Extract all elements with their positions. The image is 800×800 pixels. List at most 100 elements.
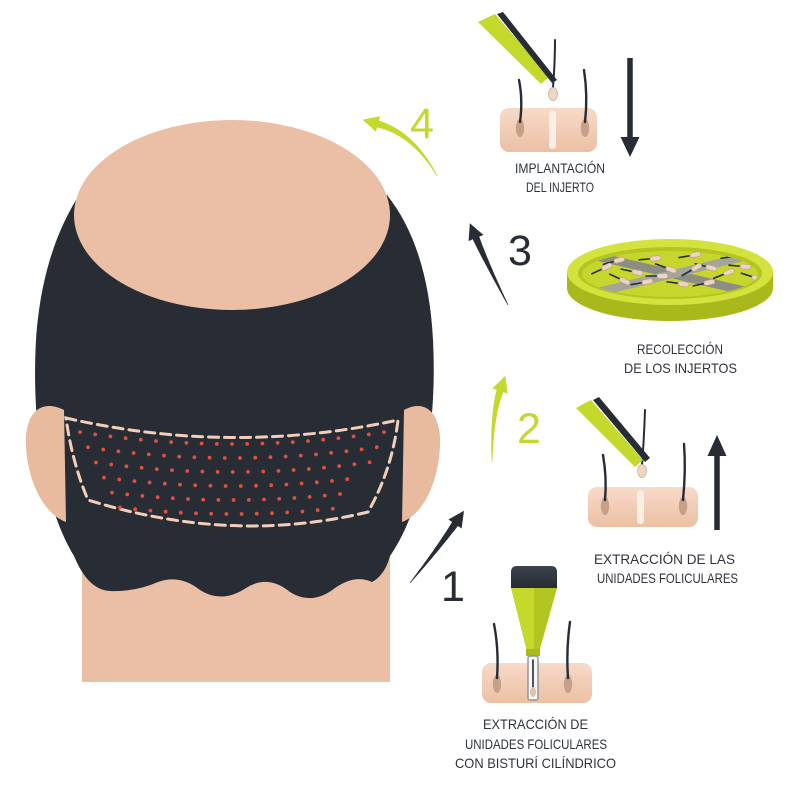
donor-dot bbox=[154, 439, 158, 443]
dish-graft bbox=[609, 273, 631, 286]
donor-dot bbox=[245, 442, 250, 446]
donor-dot bbox=[185, 469, 190, 473]
donor-dot bbox=[125, 492, 130, 497]
donor-dot bbox=[184, 441, 189, 445]
donor-dot bbox=[214, 442, 219, 446]
donor-dot bbox=[352, 462, 357, 467]
dish-graft bbox=[620, 268, 644, 276]
tweezers-blade bbox=[593, 397, 650, 462]
dish-graft bbox=[638, 255, 662, 262]
dish-graft bbox=[692, 279, 716, 287]
tweezers bbox=[478, 14, 549, 84]
donor-dot bbox=[163, 509, 168, 514]
donor-dot bbox=[337, 464, 342, 468]
graft bbox=[530, 687, 536, 697]
donor-dot bbox=[285, 510, 290, 515]
dish-graft bbox=[728, 263, 752, 270]
dish-graft bbox=[602, 256, 625, 266]
dish-graft bbox=[591, 262, 613, 275]
donor-dot bbox=[260, 441, 265, 446]
step-2-marker: 2 bbox=[491, 375, 541, 462]
down-arrow-icon bbox=[620, 58, 640, 157]
step-2-label-line-1: EXTRACCIÓN DE LAS bbox=[594, 551, 735, 567]
donor-dot bbox=[329, 451, 334, 455]
donor-dot bbox=[275, 441, 280, 445]
donor-dot bbox=[298, 453, 303, 458]
punch-body-shade bbox=[534, 588, 557, 652]
donor-dot bbox=[366, 432, 371, 437]
donor-dot bbox=[123, 436, 128, 441]
graft-hair bbox=[552, 39, 556, 89]
donor-dot bbox=[307, 495, 312, 499]
donor-dot bbox=[330, 506, 335, 511]
donor-dot bbox=[139, 465, 144, 470]
donor-dot bbox=[314, 480, 319, 485]
step-number-1: 1 bbox=[441, 563, 465, 611]
donor-dot bbox=[374, 445, 379, 450]
punch-cap bbox=[511, 566, 557, 588]
donor-dot bbox=[93, 432, 98, 437]
cylindrical-punch-icon bbox=[482, 566, 592, 703]
tweezers-blade bbox=[497, 12, 557, 83]
donor-dot bbox=[207, 455, 212, 460]
donor-area-outline bbox=[64, 416, 400, 528]
dish-graft bbox=[630, 278, 654, 286]
donor-dot bbox=[300, 509, 305, 514]
donor-dot bbox=[193, 483, 198, 488]
step-4-label-line-1: IMPLANTACIÓN bbox=[515, 160, 605, 176]
hair-strand bbox=[566, 620, 572, 680]
donor-dot bbox=[262, 497, 266, 502]
follicle bbox=[678, 497, 688, 515]
donor-dot bbox=[199, 441, 204, 446]
step-4-marker: 4 bbox=[362, 100, 438, 177]
donor-dot bbox=[108, 434, 113, 439]
donor-dot bbox=[239, 512, 244, 516]
donor-dot bbox=[322, 465, 326, 470]
hair-strand bbox=[681, 442, 686, 502]
curved-arrow-icon bbox=[491, 375, 508, 462]
donor-dot bbox=[321, 437, 326, 442]
donor-dot bbox=[290, 440, 295, 444]
donor-dot bbox=[291, 468, 296, 472]
tweezers bbox=[576, 400, 643, 467]
step-4-label-line-2: DEL INJERTO bbox=[526, 179, 594, 195]
donor-dot bbox=[110, 490, 114, 495]
donor-dot bbox=[351, 434, 356, 439]
graft bbox=[548, 87, 558, 101]
donor-dot bbox=[146, 452, 151, 457]
donor-dot bbox=[186, 497, 190, 501]
step-number-2: 2 bbox=[517, 405, 541, 453]
donor-dot bbox=[246, 498, 251, 502]
donor-dot bbox=[147, 480, 152, 485]
donor-dot bbox=[345, 477, 350, 482]
donor-dot bbox=[94, 460, 98, 465]
donor-dot bbox=[253, 455, 258, 460]
donor-dot bbox=[292, 496, 297, 500]
donor-dot bbox=[315, 508, 320, 513]
donor-dot bbox=[170, 496, 175, 501]
donor-dot bbox=[169, 440, 174, 444]
donor-dot bbox=[86, 445, 90, 450]
donor-dot bbox=[124, 464, 129, 469]
step-number-4: 4 bbox=[410, 100, 434, 148]
donor-dot bbox=[133, 507, 138, 512]
donor-dot bbox=[154, 467, 159, 471]
donor-dot bbox=[344, 449, 349, 454]
head-back-view-icon bbox=[25, 120, 441, 682]
donor-dot bbox=[178, 482, 182, 487]
donor-dot bbox=[209, 511, 214, 516]
step-1-marker: 1 bbox=[409, 510, 465, 611]
donor-dot bbox=[299, 481, 304, 486]
curved-arrow-icon bbox=[362, 116, 438, 177]
donor-dot bbox=[162, 481, 167, 486]
tweezers-extraction-icon bbox=[576, 397, 698, 527]
bald-area bbox=[74, 120, 390, 310]
punch-collar bbox=[526, 649, 540, 656]
donor-dot bbox=[283, 454, 288, 459]
donor-dot bbox=[367, 460, 372, 465]
dish-graft bbox=[666, 280, 690, 288]
tweezers-implant-icon bbox=[478, 12, 597, 152]
donor-dot bbox=[276, 469, 281, 473]
donor-dot bbox=[336, 436, 341, 441]
donor-dot bbox=[314, 452, 318, 457]
